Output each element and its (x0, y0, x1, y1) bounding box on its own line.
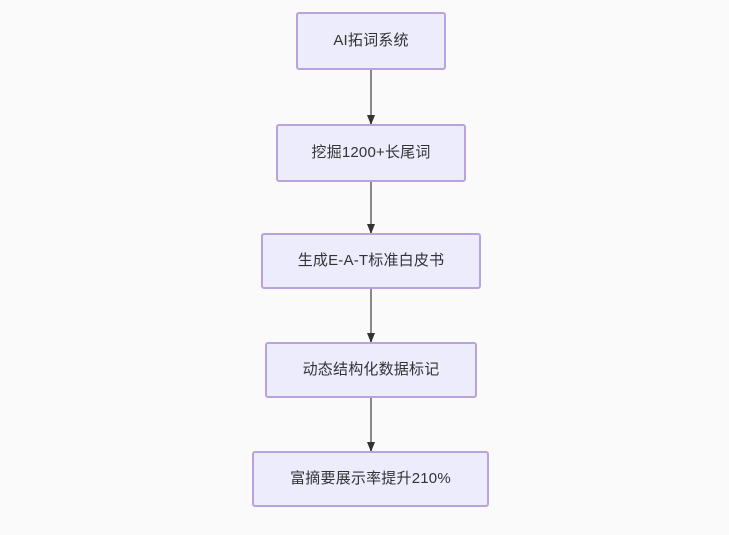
node-label: 生成E-A-T标准白皮书 (297, 251, 445, 269)
flowchart-node-5[interactable]: 富摘要展示率提升210% (252, 451, 489, 507)
node-label: 动态结构化数据标记 (302, 360, 440, 378)
flowchart-node-1[interactable]: AI拓词系统 (296, 12, 446, 70)
flowchart-node-3[interactable]: 生成E-A-T标准白皮书 (261, 233, 481, 289)
node-label: 富摘要展示率提升210% (290, 469, 451, 487)
flowchart-node-4[interactable]: 动态结构化数据标记 (265, 342, 477, 398)
flowchart-node-2[interactable]: 挖掘1200+长尾词 (276, 124, 466, 182)
node-label: 挖掘1200+长尾词 (311, 143, 431, 161)
node-label: AI拓词系统 (333, 31, 409, 49)
